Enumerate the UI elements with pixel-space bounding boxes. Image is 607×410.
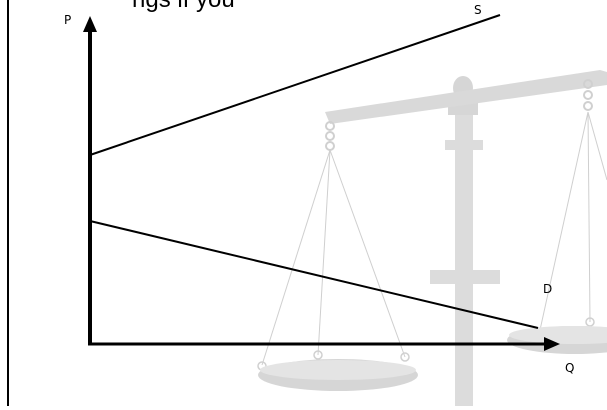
supply-curve-label: S [474, 3, 482, 17]
supply-curve [89, 14, 501, 156]
title-fragment: ngs if you [132, 0, 235, 12]
balance-scale-icon [257, 70, 607, 406]
quantity-axis-label: Q [565, 361, 575, 375]
price-axis-arrow [83, 16, 97, 32]
price-axis-label: P [64, 13, 72, 27]
demand-curve-label: D [543, 282, 553, 296]
quantity-axis-arrow [544, 337, 560, 351]
demand-curve [89, 220, 539, 329]
